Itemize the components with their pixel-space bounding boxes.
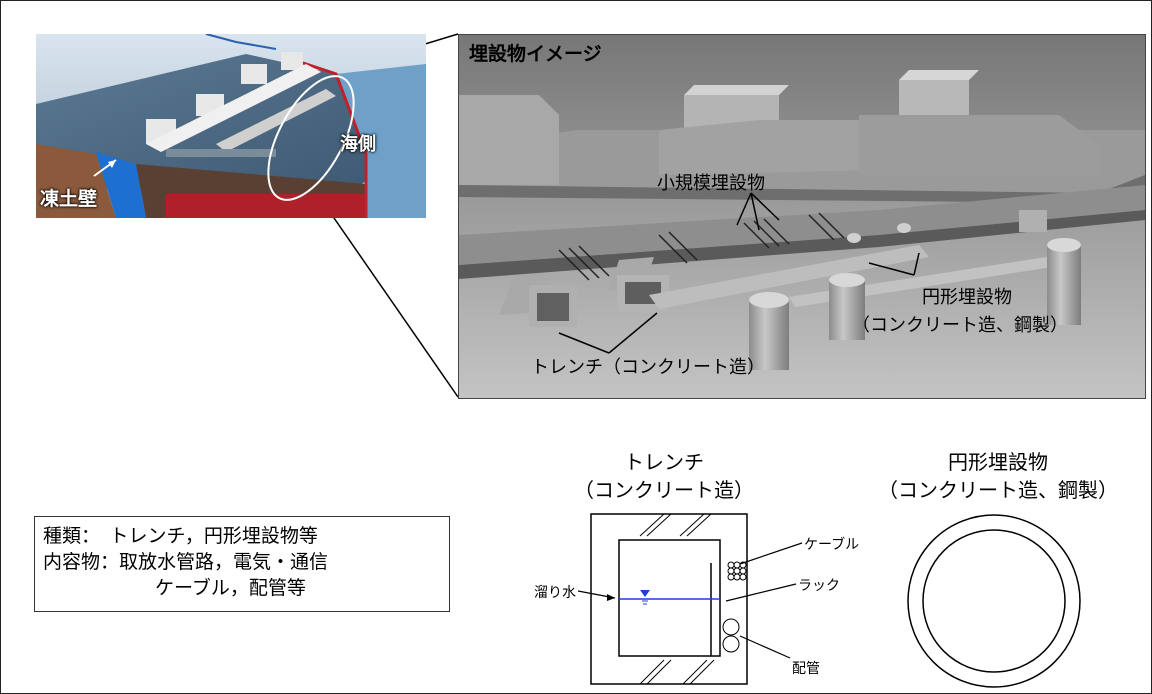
trench-diagram-title-2: （コンクリート造） [574, 478, 754, 502]
pipe-label: 配管 [792, 661, 820, 677]
buried-objects-render: 埋設物イメージ 小規模埋設物 円形埋設物 （コンクリート造、鋼製） トレンチ（コ… [458, 34, 1146, 399]
info-line-contents: 内容物：取放水管路，電気・通信 [43, 551, 329, 573]
circular-buried-label-line2: （コンクリート造、鋼製） [852, 315, 1068, 336]
small-buried-objects-label: 小規模埋設物 [657, 173, 765, 194]
trench-cross-section [577, 513, 803, 685]
circular-buried-label-line1: 円形埋設物 [922, 287, 1012, 308]
cable-label: ケーブル [804, 537, 860, 553]
render-title: 埋設物イメージ [469, 43, 602, 65]
trench-label: トレンチ（コンクリート造） [531, 357, 765, 378]
circular-diagram-title-2: （コンクリート造、鋼製） [878, 478, 1118, 502]
aerial-site-image: 海側 凍土壁 [36, 34, 426, 218]
standing-water-label: 溜り水 [534, 585, 576, 601]
rack-label: ラック [798, 578, 840, 594]
sea-side-label: 海側 [340, 134, 376, 155]
circular-diagram-title-1: 円形埋設物 [948, 450, 1048, 474]
info-line-contents-cont: ケーブル，配管等 [155, 577, 306, 599]
trench-diagram-title-1: トレンチ [624, 450, 704, 474]
info-box: 種類： トレンチ，円形埋設物等 内容物：取放水管路，電気・通信 ケーブル，配管等 [34, 516, 450, 612]
circular-cross-section [907, 514, 1081, 688]
sea-side-ellipse [93, 75, 355, 201]
info-line-type: 種類： トレンチ，円形埋設物等 [43, 525, 318, 547]
frozen-wall-label: 凍土壁 [40, 188, 98, 210]
